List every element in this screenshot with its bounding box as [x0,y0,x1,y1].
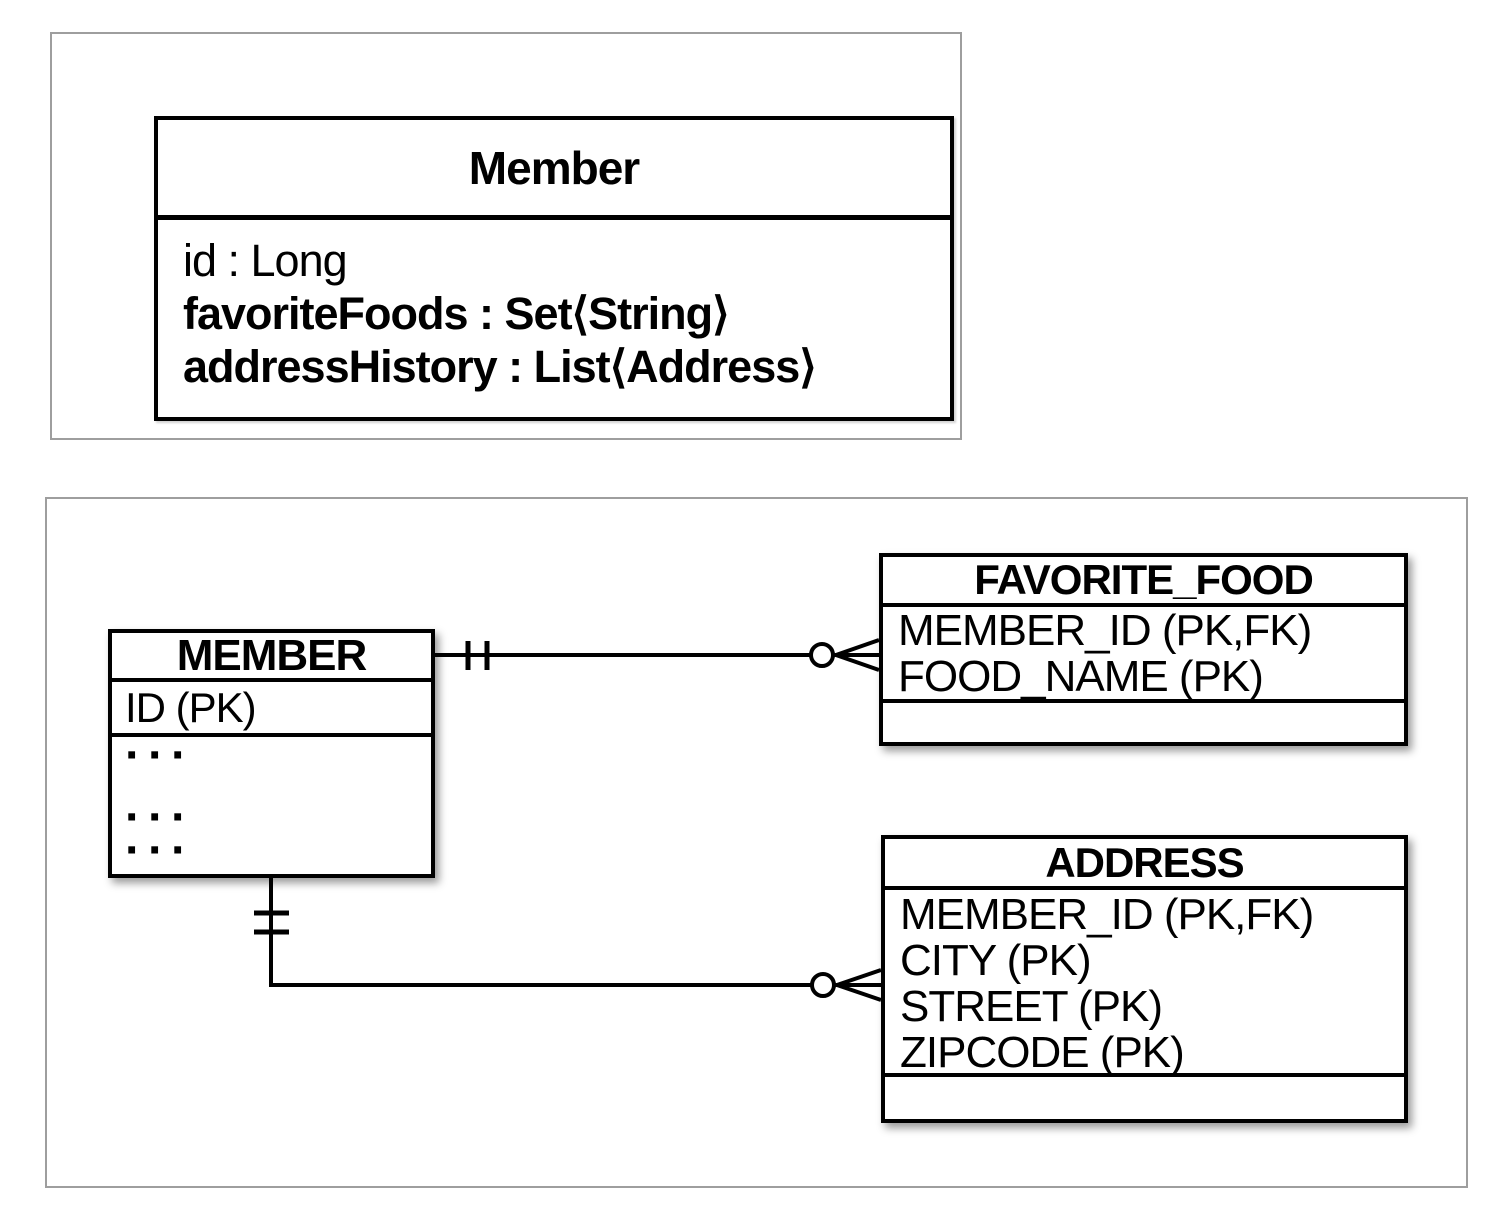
er-table-address: ADDRESS MEMBER_ID (PK,FK) CITY (PK) STRE… [881,835,1408,1123]
er-table-member-title: MEMBER [112,631,431,682]
empty-compartment [885,1077,1404,1119]
uml-class-title: Member [158,120,950,220]
uml-attributes-compartment: id : Long favoriteFoods : Set⟨String⟩ ad… [158,220,950,393]
empty-compartment [883,703,1404,742]
er-table-member: MEMBER ID (PK) ··· ··· ··· [108,629,435,878]
er-column-id-pk: ID (PK) [125,684,257,731]
ellipsis-row: ··· [125,824,194,877]
uml-attribute-id: id : Long [183,235,348,286]
er-column-zipcode: ZIPCODE (PK) [900,1028,1185,1077]
er-table-address-columns: MEMBER_ID (PK,FK) CITY (PK) STREET (PK) … [885,890,1404,1077]
ellipsis-row: ··· [125,729,194,782]
er-table-favorite-food: FAVORITE_FOOD MEMBER_ID (PK,FK) FOOD_NAM… [879,553,1408,746]
er-table-favorite-food-title: FAVORITE_FOOD [883,556,1404,607]
er-table-favorite-food-columns: MEMBER_ID (PK,FK) FOOD_NAME (PK) [883,607,1404,703]
uml-panel: Member id : Long favoriteFoods : Set⟨Str… [50,32,962,440]
er-table-address-title: ADDRESS [885,839,1404,890]
uml-attribute-address-history: addressHistory : List⟨Address⟩ [183,341,817,392]
er-table-member-key-rows: ID (PK) [112,682,431,737]
er-column-city: CITY (PK) [900,936,1092,985]
uml-attribute-favorite-foods: favoriteFoods : Set⟨String⟩ [183,288,730,339]
er-table-member-body: ··· ··· ··· [112,729,431,877]
er-column-member-id: MEMBER_ID (PK,FK) [898,606,1312,655]
er-column-member-id: MEMBER_ID (PK,FK) [900,890,1314,939]
er-column-street: STREET (PK) [900,982,1163,1031]
uml-class-member: Member id : Long favoriteFoods : Set⟨Str… [154,116,954,421]
er-column-food-name: FOOD_NAME (PK) [898,652,1264,701]
